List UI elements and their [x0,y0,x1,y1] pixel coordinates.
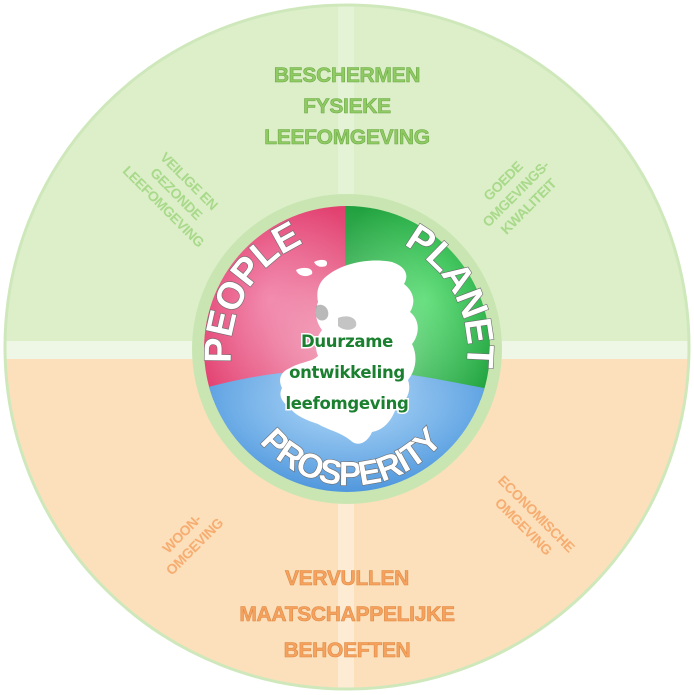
center-line-3: leefomgeving [285,394,408,413]
top-title-line-3: LEEFOMGEVING [264,126,430,149]
bottom-title-line-1: VERVULLEN [285,567,409,590]
bottom-title: VERVULLEN MAATSCHAPPELIJKE BEHOEFTEN [239,567,456,663]
bottom-title-line-3: BEHOEFTEN [284,639,411,662]
center-line-2: ontwikkeling [289,363,405,382]
top-title-line-1: BESCHERMEN [274,64,420,87]
bottom-title-line-2: MAATSCHAPPELIJKE [239,603,455,626]
center-label: Duurzame ontwikkeling leefomgeving [284,331,410,415]
netherlands-map-icon [280,259,418,444]
top-title-line-2: FYSIEKE [303,95,391,118]
top-title: BESCHERMEN FYSIEKE LEEFOMGEVING [264,64,430,150]
center-line-1: Duurzame [301,332,393,351]
outer-border [3,3,691,691]
